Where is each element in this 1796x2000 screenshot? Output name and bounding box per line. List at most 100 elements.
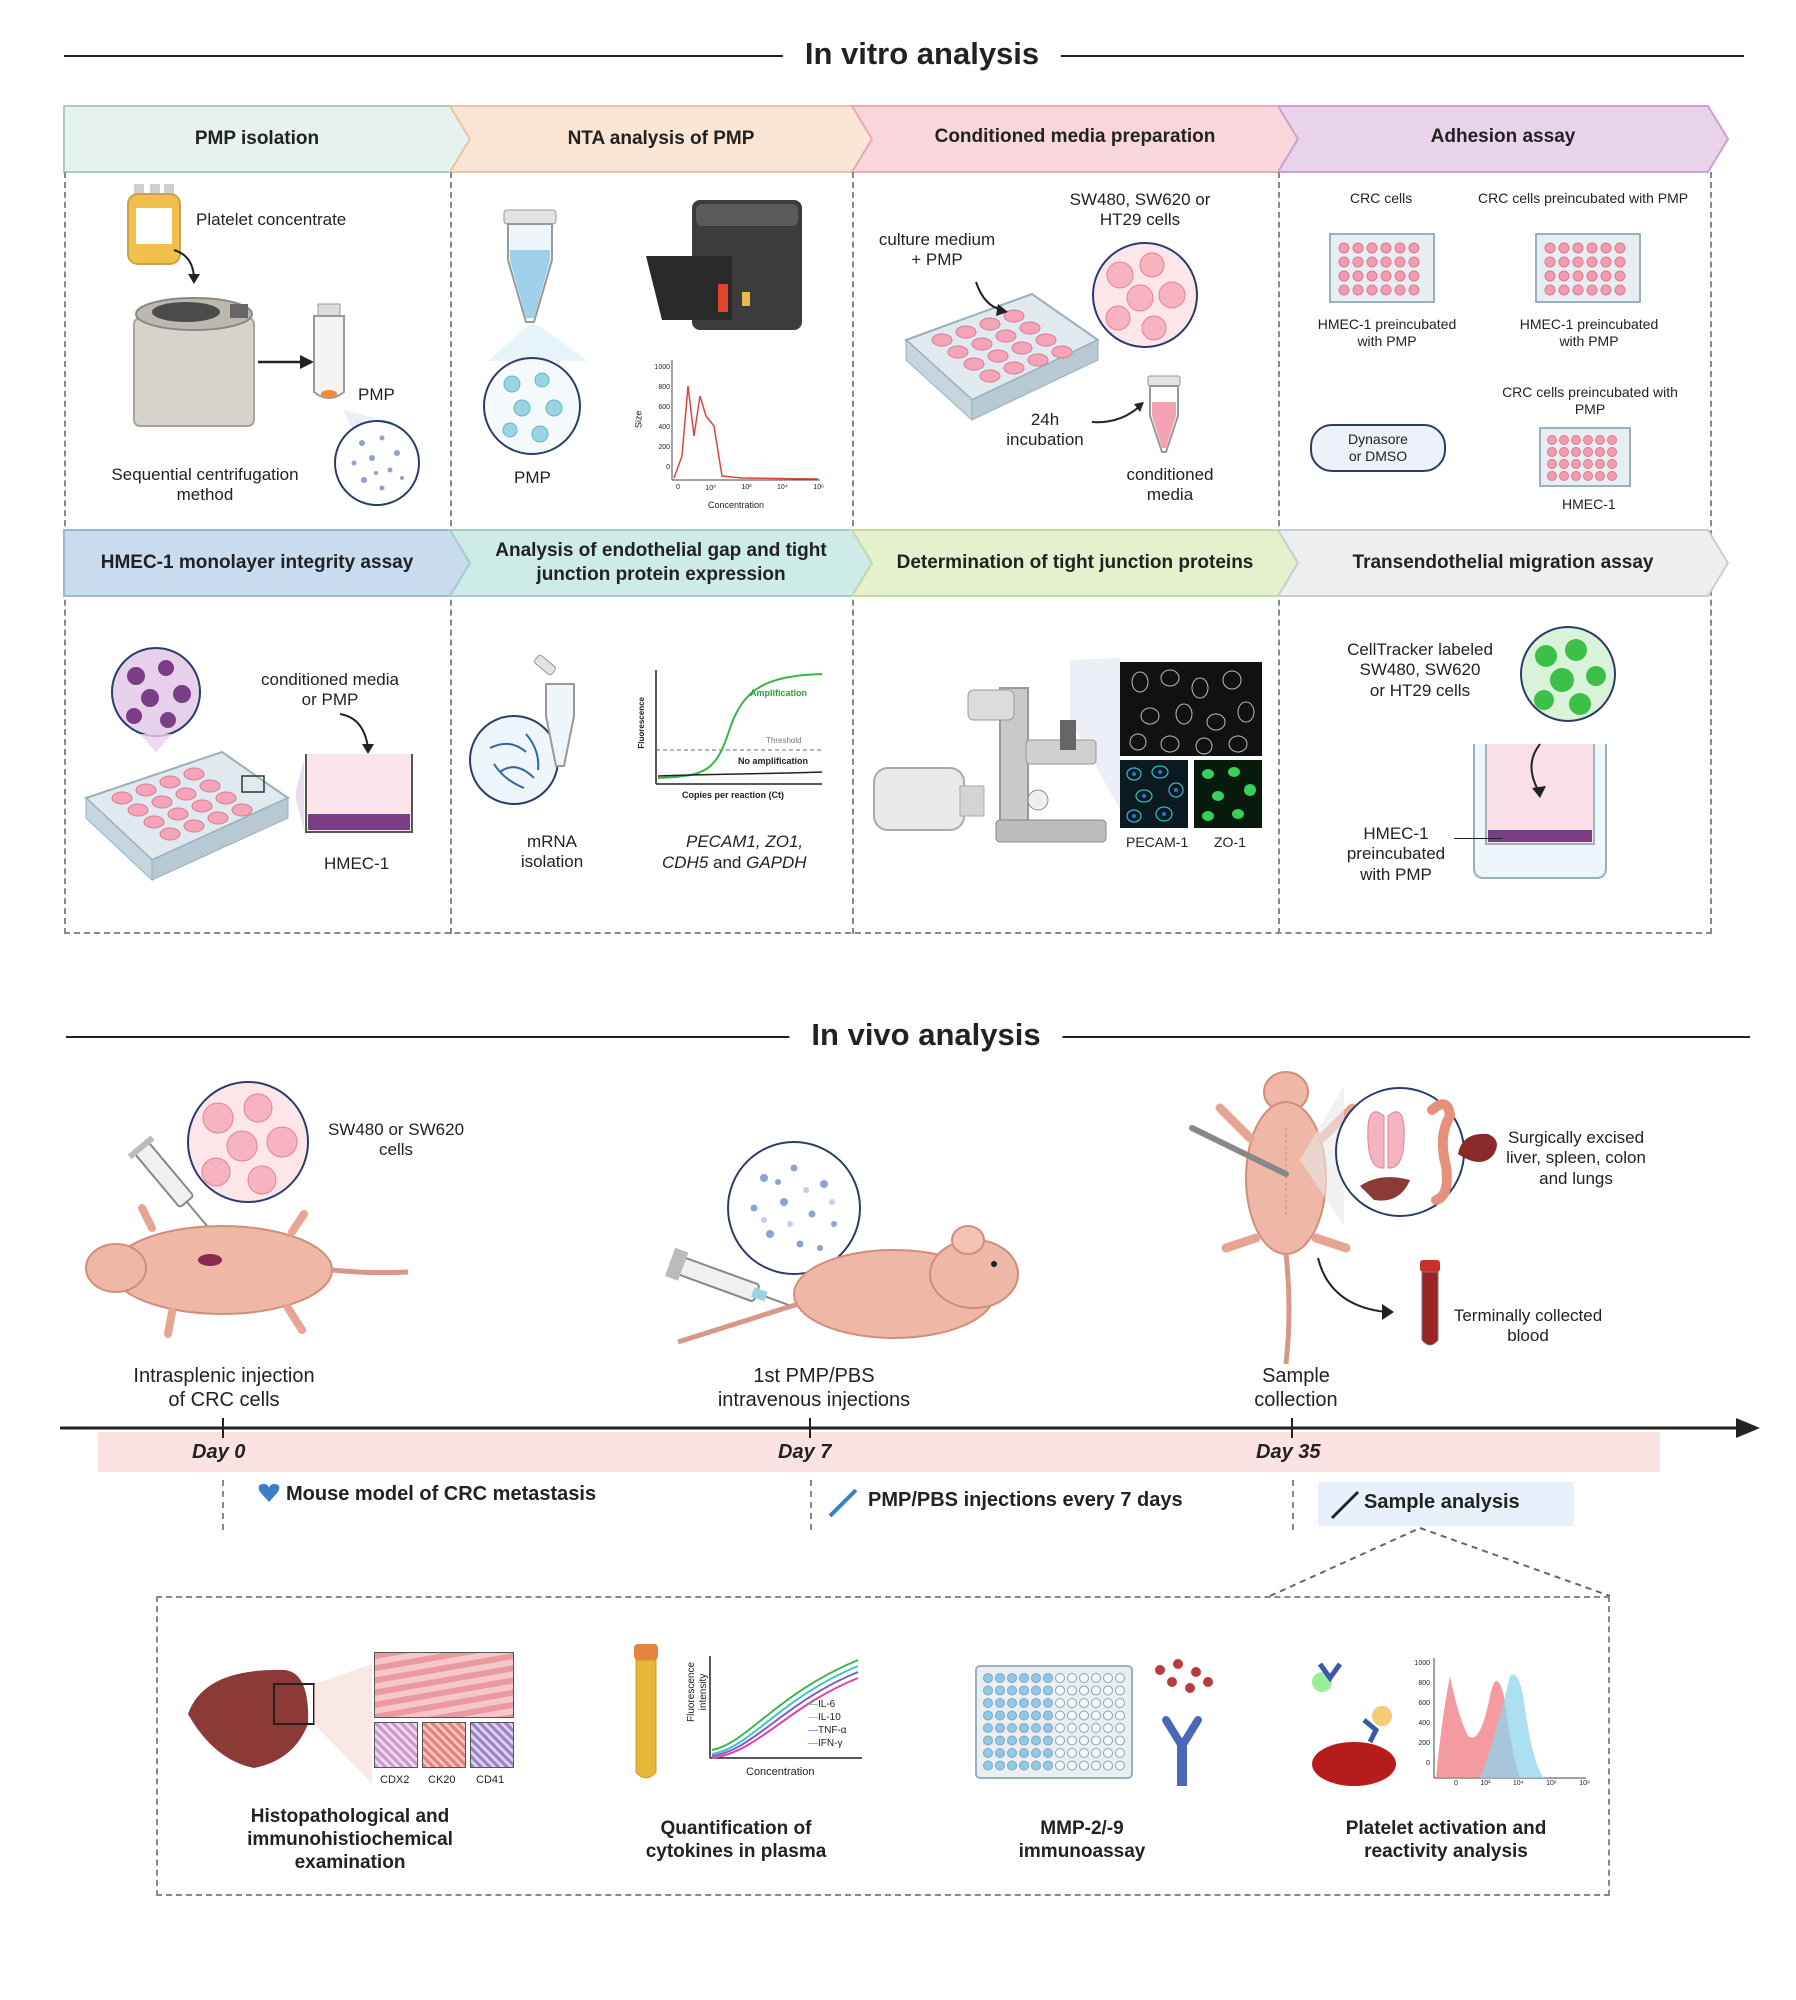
elisa-well xyxy=(1043,1760,1053,1771)
nta-x-tick: 10⁴ xyxy=(777,484,788,491)
excised-text: Surgically excised liver, spleen, colon … xyxy=(1506,1128,1646,1188)
cond-medium-text: culture medium + PMP xyxy=(878,230,996,270)
elisa-well xyxy=(1079,1748,1089,1758)
banner-nta: NTA analysis of PMP xyxy=(567,128,755,150)
row2-banners xyxy=(63,529,1730,597)
cond-arrow-2 xyxy=(1091,402,1144,424)
heart-hand-icon xyxy=(258,1484,280,1502)
elisa-well xyxy=(1067,1673,1077,1683)
adh-hmec1-text: HMEC-1 preincubated with PMP xyxy=(1317,316,1457,349)
elisa-well xyxy=(1055,1685,1065,1696)
adh-crc1-label: CRC cells xyxy=(1350,190,1413,206)
timeline-axis xyxy=(60,1418,1760,1438)
qpcr-threshold-label: Threshold xyxy=(766,736,802,745)
nta-x-tick: 10⁰ xyxy=(705,485,716,492)
elisa-well xyxy=(1019,1748,1029,1758)
elisa-well xyxy=(983,1735,993,1746)
elisa-well xyxy=(1079,1710,1089,1721)
analysis-1-text: Histopathological and immunohistiochemic… xyxy=(247,1806,453,1873)
adh-crc2-label: CRC cells preincubated with PMP xyxy=(1478,190,1689,206)
blood-text: Terminally collected blood xyxy=(1453,1306,1603,1346)
elisa-well xyxy=(1043,1685,1053,1696)
pmp-injection-text: 1st PMP/PBS intravenous injections xyxy=(717,1365,911,1411)
blood-tube-icon xyxy=(1420,1260,1440,1346)
banner-integrity: HMEC-1 monolayer integrity assay xyxy=(100,552,414,574)
analysis-panel xyxy=(156,1596,1610,1896)
elisa-well xyxy=(1115,1685,1125,1696)
elisa-plate-icon xyxy=(975,1665,1133,1779)
elisa-well xyxy=(1067,1685,1077,1696)
flow-y-tick: 1000 xyxy=(1414,1660,1430,1667)
elisa-well xyxy=(1043,1723,1053,1733)
elisa-well xyxy=(1007,1698,1017,1708)
nta-x-tick: 0 xyxy=(676,484,680,491)
elisa-well xyxy=(1055,1760,1065,1771)
histo-cd41-image xyxy=(470,1722,514,1768)
phase-1-label: Mouse model of CRC metastasis xyxy=(286,1483,597,1505)
cond-cells-text: SW480, SW620 or HT29 cells xyxy=(1069,190,1211,230)
phase-divider-3 xyxy=(1292,1480,1294,1530)
qpcr-amp-label: Amplification xyxy=(750,688,808,698)
transwell-icon xyxy=(1473,743,1607,879)
platelet-label: Platelet concentrate xyxy=(196,210,347,229)
phase-divider-1 xyxy=(222,1480,224,1530)
nta-chart xyxy=(671,360,820,481)
elisa-well xyxy=(1031,1685,1041,1696)
cyto-legend-il6: —IL-6 xyxy=(808,1699,836,1710)
elisa-well xyxy=(1103,1685,1113,1696)
cyto-tube-icon xyxy=(634,1644,658,1779)
elisa-well xyxy=(1007,1685,1017,1696)
mig-pointer-line xyxy=(1454,838,1502,839)
elisa-well xyxy=(1019,1735,1029,1746)
elisa-well xyxy=(1007,1710,1017,1721)
elisa-well xyxy=(1055,1748,1065,1758)
banner-migration-bg xyxy=(1276,529,1730,597)
nta-y-tick: 400 xyxy=(658,424,670,431)
nta-y-tick: 600 xyxy=(658,404,670,411)
elisa-well xyxy=(1103,1723,1113,1733)
day-7-label: Day 7 xyxy=(778,1441,832,1463)
elisa-well xyxy=(995,1748,1005,1758)
nta-y-ticks: 1000 800 600 400 200 0 xyxy=(648,358,670,478)
histo-cdx2-label: CDX2 xyxy=(380,1774,410,1786)
liver-icon xyxy=(188,1664,372,1784)
integrity-zoom-cells xyxy=(111,647,201,752)
qpcr-y-label: Fluorescence xyxy=(636,697,646,749)
elisa-well xyxy=(1103,1735,1113,1746)
adh-hmec1-label: HMEC-1 preincubated with PMP xyxy=(1312,316,1462,350)
flow-y-tick: 0 xyxy=(1426,1760,1430,1767)
nta-y-tick: 200 xyxy=(658,444,670,451)
elisa-well xyxy=(1067,1735,1077,1746)
elisa-well xyxy=(1031,1673,1041,1683)
elisa-well xyxy=(995,1685,1005,1696)
elisa-well xyxy=(1019,1685,1029,1696)
elisa-well xyxy=(983,1723,993,1733)
elisa-well xyxy=(1115,1698,1125,1708)
adh-hmec2-label: HMEC-1 preincubated with PMP xyxy=(1514,316,1664,350)
mouse-side-icon xyxy=(677,1225,1019,1345)
arrow-right xyxy=(258,355,314,369)
elisa-well xyxy=(995,1760,1005,1771)
crc-cells-zoom-icon xyxy=(1092,242,1198,348)
elisa-well xyxy=(1091,1710,1101,1721)
nta-x-label: Concentration xyxy=(708,500,765,510)
flow-x-tick: 10⁴ xyxy=(1512,1780,1524,1787)
elisa-well xyxy=(1079,1673,1089,1683)
cells-zoom-icon xyxy=(187,1081,309,1203)
elisa-well xyxy=(1091,1698,1101,1708)
nta-x-tick: 10⁶ xyxy=(813,484,824,491)
phase-3-label: Sample analysis xyxy=(1364,1491,1520,1513)
nta-x-tick: 10² xyxy=(741,484,752,491)
analysis-3-label: MMP-2/-9 immunoassay xyxy=(1012,1818,1152,1864)
cond-cells-label: SW480, SW620 or HT29 cells xyxy=(1060,190,1220,231)
elisa-well xyxy=(1103,1673,1113,1683)
elisa-well xyxy=(1115,1723,1125,1733)
elisa-well xyxy=(1007,1723,1017,1733)
in-vitro-title: In vitro analysis xyxy=(782,36,1062,72)
flow-y-tick: 600 xyxy=(1418,1700,1430,1707)
elisa-well xyxy=(1115,1735,1125,1746)
elisa-well xyxy=(995,1710,1005,1721)
elisa-well xyxy=(983,1748,993,1758)
cyto-legend-tnf-text: TNF-α xyxy=(818,1725,847,1736)
elisa-well xyxy=(1115,1760,1125,1771)
